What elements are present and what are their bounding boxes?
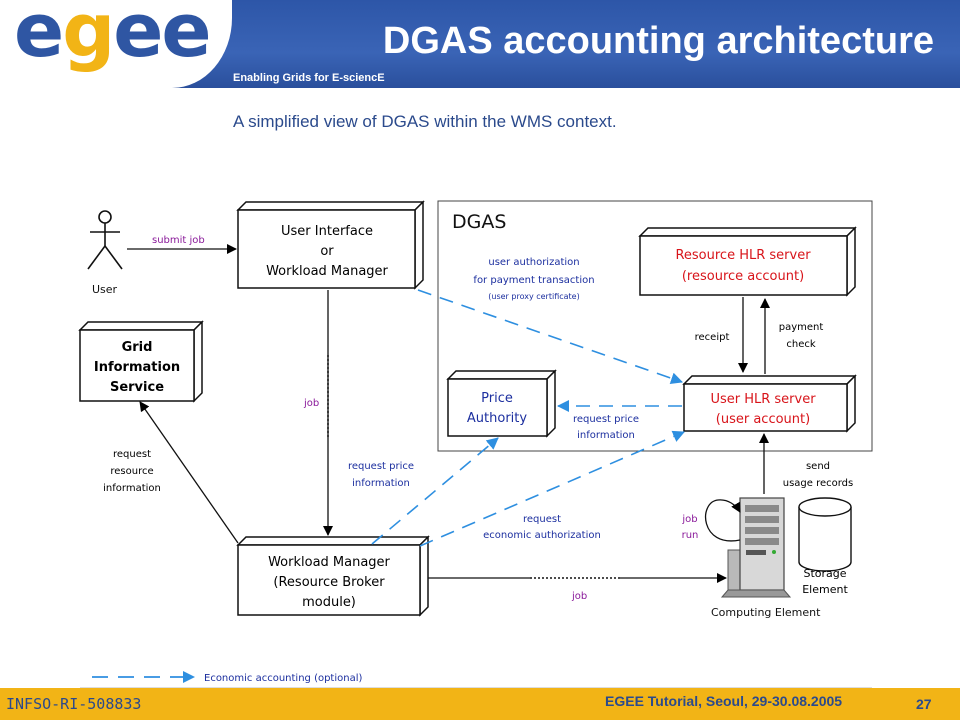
computing-element-label: Computing Element [711, 606, 821, 619]
job-run-line2: run [682, 530, 699, 541]
price-authority-line1: Price [481, 391, 513, 406]
wm-rb-line1: Workload Manager [268, 555, 390, 570]
user-figure [87, 210, 123, 270]
request-econ-line1: request [523, 514, 561, 525]
request-price-outer-line2: information [352, 478, 410, 489]
footer-project-id: INFSO-RI-508833 [6, 695, 142, 713]
payment-check-line1: payment [779, 322, 824, 333]
user-hlr-line2: (user account) [716, 412, 810, 427]
gis-line2: Information [94, 360, 180, 375]
request-price-outer-arrow [371, 437, 499, 545]
user-auth-line3: (user proxy certificate) [488, 292, 579, 301]
request-econ-arrow [419, 430, 685, 547]
request-resource-arrow [139, 401, 239, 544]
storage-line2: Element [802, 583, 848, 596]
tagline: Enabling Grids for E-sciencE [233, 72, 385, 84]
request-econ-line2: economic authorization [483, 530, 601, 541]
resource-hlr-line1: Resource HLR server [675, 248, 811, 263]
legend-label: Economic accounting (optional) [204, 673, 362, 684]
price-authority-line2: Authority [467, 411, 527, 426]
resource-hlr-box: Resource HLR server (resource account) [638, 226, 857, 297]
request-resource-line2: resource [110, 466, 153, 477]
wm-rb-line2: (Resource Broker [273, 575, 385, 590]
user-auth-arrow [417, 289, 683, 385]
gis-line3: Service [110, 380, 164, 395]
dgas-label: DGAS [452, 211, 506, 233]
ui-wm-line1: User Interface [281, 224, 373, 239]
page-number: 27 [916, 696, 932, 712]
wm-rb-box: Workload Manager (Resource Broker module… [236, 535, 430, 617]
request-resource-line3: information [103, 483, 161, 494]
user-auth-line2: for payment transaction [473, 275, 594, 286]
payment-check-line2: check [786, 339, 815, 350]
footer-event: EGEE Tutorial, Seoul, 29-30.08.2005 [605, 693, 843, 709]
ui-wm-line2: or [320, 244, 334, 259]
request-price-outer-line1: request price [348, 461, 414, 472]
job-vertical-label: job [303, 398, 319, 409]
user-auth-line1: user authorization [488, 257, 579, 268]
logo-area: egee [0, 0, 232, 88]
job-horizontal-label: job [571, 591, 587, 602]
gis-line1: Grid [122, 340, 153, 355]
storage-element-icon [798, 497, 852, 572]
price-authority-box: Price Authority [446, 369, 557, 438]
job-run-line1: job [681, 514, 697, 525]
resource-hlr-line2: (resource account) [682, 269, 804, 284]
footer-bar: INFSO-RI-508833 EGEE Tutorial, Seoul, 29… [0, 688, 960, 720]
request-price-inner-line1: request price [573, 414, 639, 425]
slide-subtitle: A simplified view of DGAS within the WMS… [233, 112, 617, 131]
request-resource-line1: request [113, 449, 151, 460]
computing-element-icon [720, 497, 792, 598]
send-usage-line1: send [806, 461, 830, 472]
gis-box: Grid Information Service [78, 320, 204, 403]
ui-wm-box: User Interface or Workload Manager [236, 200, 425, 290]
job-run-loop [705, 499, 741, 542]
ui-wm-line3: Workload Manager [266, 264, 388, 279]
egee-logo: egee [14, 0, 212, 74]
submit-job-label: submit job [152, 235, 205, 246]
wm-rb-line3: module) [302, 595, 356, 610]
storage-line1: Storage [803, 567, 846, 580]
header-bar: egee Enabling Grids for E-sciencE DGAS a… [0, 0, 960, 88]
user-hlr-box: User HLR server (user account) [682, 374, 857, 433]
request-price-inner-line2: information [577, 430, 635, 441]
user-label: User [92, 283, 118, 296]
user-hlr-line1: User HLR server [710, 392, 816, 407]
slide-title: DGAS accounting architecture [382, 20, 934, 62]
receipt-label: receipt [695, 332, 730, 343]
send-usage-line2: usage records [783, 478, 854, 489]
